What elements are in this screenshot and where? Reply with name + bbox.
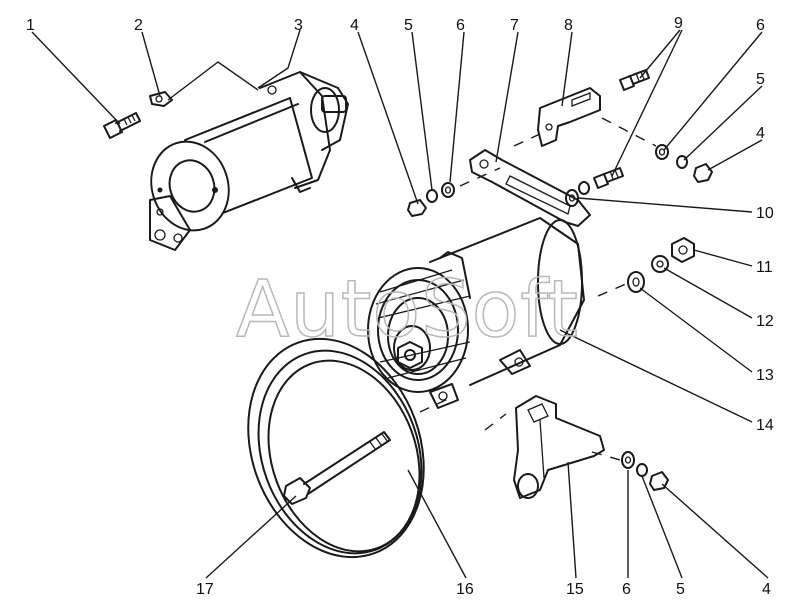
lock-washer <box>149 91 173 107</box>
callout-17: 17 <box>196 581 214 598</box>
callout-6: 6 <box>456 17 465 34</box>
callout-5-right: 5 <box>756 71 765 88</box>
callout-6-bottom: 6 <box>622 581 631 598</box>
long-bolt <box>283 431 391 505</box>
watermark-text: AutoSoft <box>236 265 579 355</box>
callout-13: 13 <box>756 367 774 384</box>
callout-12: 12 <box>756 313 774 330</box>
adjustment-bar <box>469 149 591 227</box>
callout-5: 5 <box>404 17 413 34</box>
callout-5-bottom: 5 <box>676 581 685 598</box>
callout-6-right: 6 <box>756 17 765 34</box>
alternator <box>367 217 585 409</box>
bolt <box>103 112 141 139</box>
callout-9: 9 <box>674 15 683 32</box>
starter-motor <box>149 71 349 251</box>
v-belt <box>247 337 425 559</box>
callout-16: 16 <box>456 581 474 598</box>
lower-bolt <box>593 167 624 189</box>
callout-14: 14 <box>756 417 774 434</box>
callout-15: 15 <box>566 581 584 598</box>
leader-lines <box>31 29 769 579</box>
callout-labels: 1 2 3 4 5 6 7 8 9 6 5 4 10 11 12 13 14 1… <box>26 15 774 598</box>
callout-3: 3 <box>294 17 303 34</box>
callout-10: 10 <box>756 205 774 222</box>
callout-4: 4 <box>350 17 359 34</box>
callout-4-bottom: 4 <box>762 581 771 598</box>
lower-bracket <box>513 395 605 499</box>
callout-4-right: 4 <box>756 125 765 142</box>
callout-11: 11 <box>756 259 773 276</box>
upper-bracket <box>537 87 601 147</box>
callout-7: 7 <box>510 17 519 34</box>
assembly-lines <box>419 117 657 461</box>
callout-1: 1 <box>26 17 35 34</box>
callout-8: 8 <box>564 17 573 34</box>
callout-2: 2 <box>134 17 143 34</box>
